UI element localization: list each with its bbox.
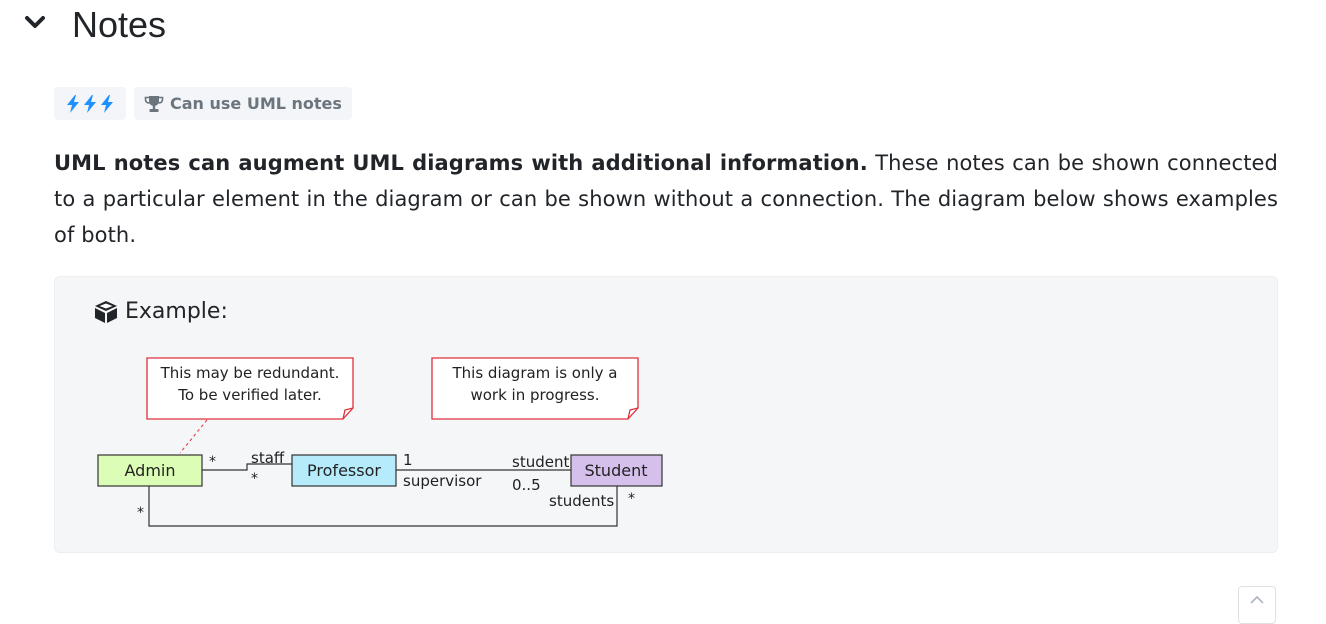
note-line: To be verified later. bbox=[177, 386, 322, 404]
intro-paragraph: UML notes can augment UML diagrams with … bbox=[54, 145, 1278, 253]
class-name-admin: Admin bbox=[125, 461, 176, 480]
bolt-icon bbox=[101, 94, 113, 113]
example-box: Example: This may be redundant. To be ve… bbox=[54, 276, 1278, 553]
multiplicity-label: 1 bbox=[403, 451, 413, 469]
class-box-student bbox=[570, 454, 663, 487]
bolt-icon bbox=[67, 94, 79, 113]
class-name-student: Student bbox=[585, 461, 648, 480]
bolt-icon bbox=[84, 94, 96, 113]
multiplicity-label: * bbox=[209, 454, 216, 470]
association-line bbox=[202, 463, 292, 471]
badge-row: Can use UML notes bbox=[54, 87, 352, 120]
chevron-up-icon bbox=[1250, 595, 1264, 604]
uml-note: This diagram is only a work in progress. bbox=[431, 357, 639, 420]
class-name-professor: Professor bbox=[307, 461, 381, 480]
role-label: student bbox=[512, 453, 569, 471]
intro-bold-text: UML notes can augment UML diagrams with … bbox=[54, 151, 868, 175]
note-line: This diagram is only a bbox=[452, 364, 618, 382]
role-label: staff bbox=[251, 449, 285, 467]
multiplicity-label: 0..5 bbox=[512, 476, 541, 494]
note-connector bbox=[179, 419, 208, 454]
example-label: Example: bbox=[93, 299, 228, 324]
multiplicity-label: * bbox=[137, 505, 144, 521]
note-line: This may be redundant. bbox=[160, 364, 340, 382]
note-line: work in progress. bbox=[470, 386, 599, 404]
trophy-icon bbox=[144, 95, 164, 112]
multiplicity-label: * bbox=[628, 491, 635, 507]
class-box-admin bbox=[97, 454, 203, 487]
difficulty-badge bbox=[54, 87, 126, 120]
uml-class-diagram: This may be redundant. To be verified la… bbox=[97, 357, 663, 527]
section-title: Notes bbox=[72, 4, 167, 45]
uml-note: This may be redundant. To be verified la… bbox=[146, 357, 354, 420]
multiplicity-label: * bbox=[251, 471, 258, 487]
scroll-to-top-button[interactable] bbox=[1238, 586, 1276, 624]
role-label: supervisor bbox=[403, 472, 482, 490]
learning-outcome-text: Can use UML notes bbox=[170, 94, 342, 113]
collapse-chevron-icon[interactable] bbox=[22, 12, 48, 32]
class-box-professor bbox=[291, 454, 397, 487]
intro-text: These notes can be shown connected to a … bbox=[54, 151, 1278, 247]
role-label: students bbox=[549, 492, 614, 510]
learning-outcome-badge: Can use UML notes bbox=[134, 87, 352, 120]
example-label-text: Example: bbox=[125, 299, 228, 324]
association-line bbox=[148, 486, 618, 527]
cube-icon bbox=[95, 300, 117, 323]
